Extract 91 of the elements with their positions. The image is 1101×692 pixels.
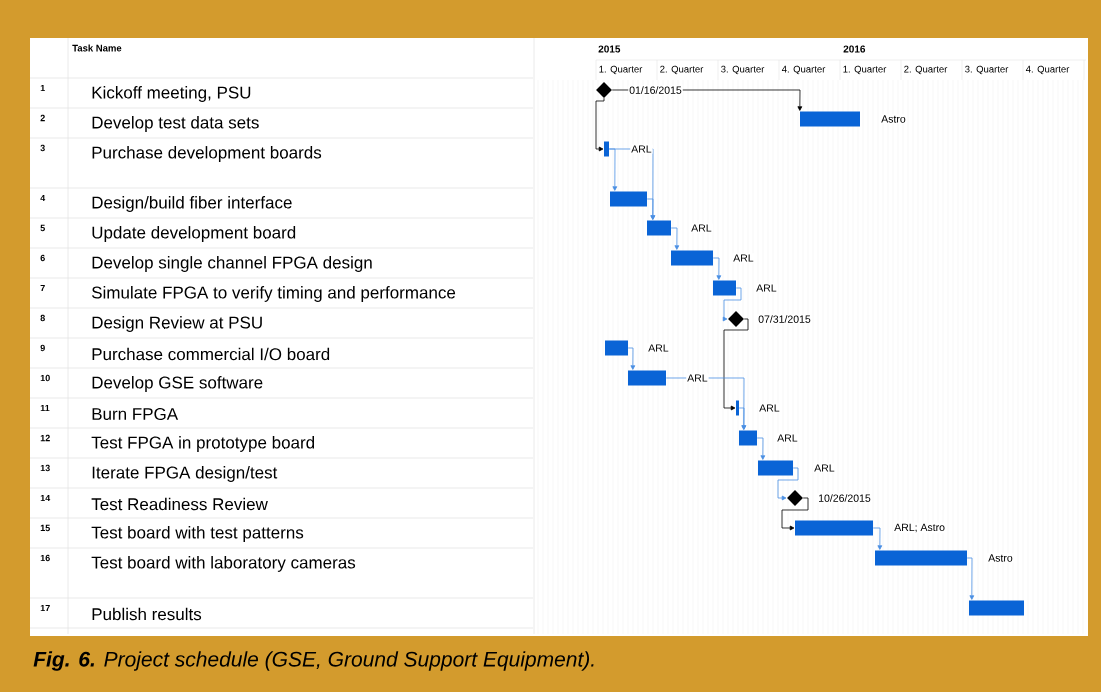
date-label: 01/16/2015 bbox=[628, 85, 683, 95]
dependency-arrow bbox=[646, 198, 656, 220]
dependency-arrow bbox=[872, 527, 883, 550]
resource-label: Astro bbox=[987, 553, 1014, 563]
dependency-arrow bbox=[595, 97, 605, 152]
task-bar bbox=[647, 220, 671, 236]
quarter-label: 1. Quarter bbox=[843, 65, 887, 75]
resource-label: ARL bbox=[758, 403, 781, 413]
task-name: Update development board bbox=[92, 226, 296, 242]
task-bar bbox=[795, 520, 873, 536]
row-number: 2 bbox=[40, 114, 45, 122]
row-number: 14 bbox=[40, 494, 51, 502]
task-bar bbox=[758, 460, 793, 476]
task-name: Develop single channel FPGA design bbox=[92, 256, 372, 272]
task-name: Burn FPGA bbox=[92, 407, 179, 420]
dependency-arrow bbox=[723, 318, 749, 411]
task-bar bbox=[875, 550, 967, 566]
task-bar bbox=[671, 250, 713, 266]
task-name: Test board with laboratory cameras bbox=[91, 556, 356, 572]
resource-label: ARL bbox=[813, 463, 836, 473]
task-bar bbox=[969, 600, 1024, 616]
task-name: Kickoff meeting, PSU bbox=[92, 86, 251, 102]
row-number: 17 bbox=[40, 604, 50, 612]
resource-label: ARL bbox=[647, 343, 670, 353]
task-name: Iterate FPGA design/test bbox=[92, 466, 278, 482]
quarter-label: 4. Quarter bbox=[781, 65, 826, 75]
date-label: 07/31/2015 bbox=[757, 314, 812, 324]
quarter-label: 2. Quarter bbox=[904, 65, 948, 75]
row-number: 9 bbox=[40, 344, 45, 352]
resource-label: ARL; Astro bbox=[893, 522, 946, 534]
task-bar bbox=[605, 340, 628, 356]
row-number: 6 bbox=[40, 254, 45, 262]
resource-label: ARL bbox=[732, 253, 755, 263]
quarter-label: 2. Quarter bbox=[660, 65, 704, 75]
task-name: Purchase commercial I/O board bbox=[92, 347, 330, 361]
task-name: Purchase development boards bbox=[92, 146, 322, 162]
dependency-arrow bbox=[777, 467, 799, 501]
row-number: 7 bbox=[40, 284, 45, 292]
resource-label: ARL bbox=[686, 373, 709, 383]
year-label: 2015 bbox=[598, 45, 621, 53]
task-bar bbox=[800, 111, 860, 127]
row-number: 12 bbox=[40, 434, 50, 442]
task-bar bbox=[604, 141, 609, 157]
year-label: 2016 bbox=[843, 45, 866, 53]
dependency-arrow bbox=[627, 347, 636, 370]
task-bar bbox=[713, 280, 736, 296]
task-name: Test FPGA in prototype board bbox=[91, 436, 315, 452]
column-header: Task Name bbox=[72, 44, 122, 52]
row-number: 10 bbox=[40, 374, 50, 382]
resource-label: ARL bbox=[630, 144, 653, 154]
task-name: Design/build fiber interface bbox=[92, 196, 292, 212]
dependency-arrow bbox=[722, 287, 742, 322]
quarter-label: 3. Quarter bbox=[965, 65, 1009, 75]
row-number: 4 bbox=[40, 194, 46, 202]
task-name: Publish results bbox=[92, 607, 202, 621]
task-name: Design Review at PSU bbox=[92, 316, 262, 332]
dependency-arrow bbox=[670, 227, 680, 250]
row-number: 8 bbox=[40, 314, 45, 322]
dependency-arrow bbox=[738, 407, 747, 430]
milestone-diamond bbox=[787, 490, 803, 506]
figure-caption: Fig. 6. Project schedule (GSE, Ground Support Equipment). bbox=[33, 651, 594, 671]
dependency-arrow bbox=[966, 557, 975, 600]
quarter-label: 4. Quarter bbox=[1025, 65, 1070, 75]
task-name: Test board with test patterns bbox=[91, 526, 304, 542]
row-number: 5 bbox=[40, 224, 45, 232]
task-name: Develop test data sets bbox=[92, 116, 259, 132]
dependency-arrow bbox=[756, 437, 766, 460]
resource-label: ARL bbox=[755, 283, 778, 293]
task-name: Develop GSE software bbox=[92, 376, 263, 392]
row-number: 16 bbox=[40, 554, 50, 562]
dependency-arrow bbox=[712, 257, 722, 280]
milestone-diamond bbox=[728, 311, 744, 327]
task-bar bbox=[628, 370, 666, 386]
task-name: Test Readiness Review bbox=[91, 497, 268, 511]
row-number: 3 bbox=[40, 144, 45, 152]
row-number: 13 bbox=[40, 464, 50, 472]
row-number: 11 bbox=[40, 404, 50, 412]
date-label: 10/26/2015 bbox=[817, 493, 872, 503]
dependency-arrow bbox=[781, 497, 809, 531]
row-number: 15 bbox=[40, 524, 50, 532]
resource-label: Astro bbox=[880, 114, 907, 124]
quarter-label: 3. Quarter bbox=[721, 65, 765, 75]
row-number: 1 bbox=[40, 84, 45, 92]
milestone-diamond bbox=[596, 82, 612, 98]
task-bar bbox=[739, 430, 757, 446]
task-bar bbox=[736, 400, 739, 416]
resource-label: ARL bbox=[690, 223, 713, 233]
resource-label: ARL bbox=[776, 433, 799, 443]
task-name: Simulate FPGA to verify timing and performance bbox=[91, 286, 456, 302]
quarter-label: 1. Quarter bbox=[599, 65, 643, 75]
task-bar bbox=[610, 191, 647, 207]
